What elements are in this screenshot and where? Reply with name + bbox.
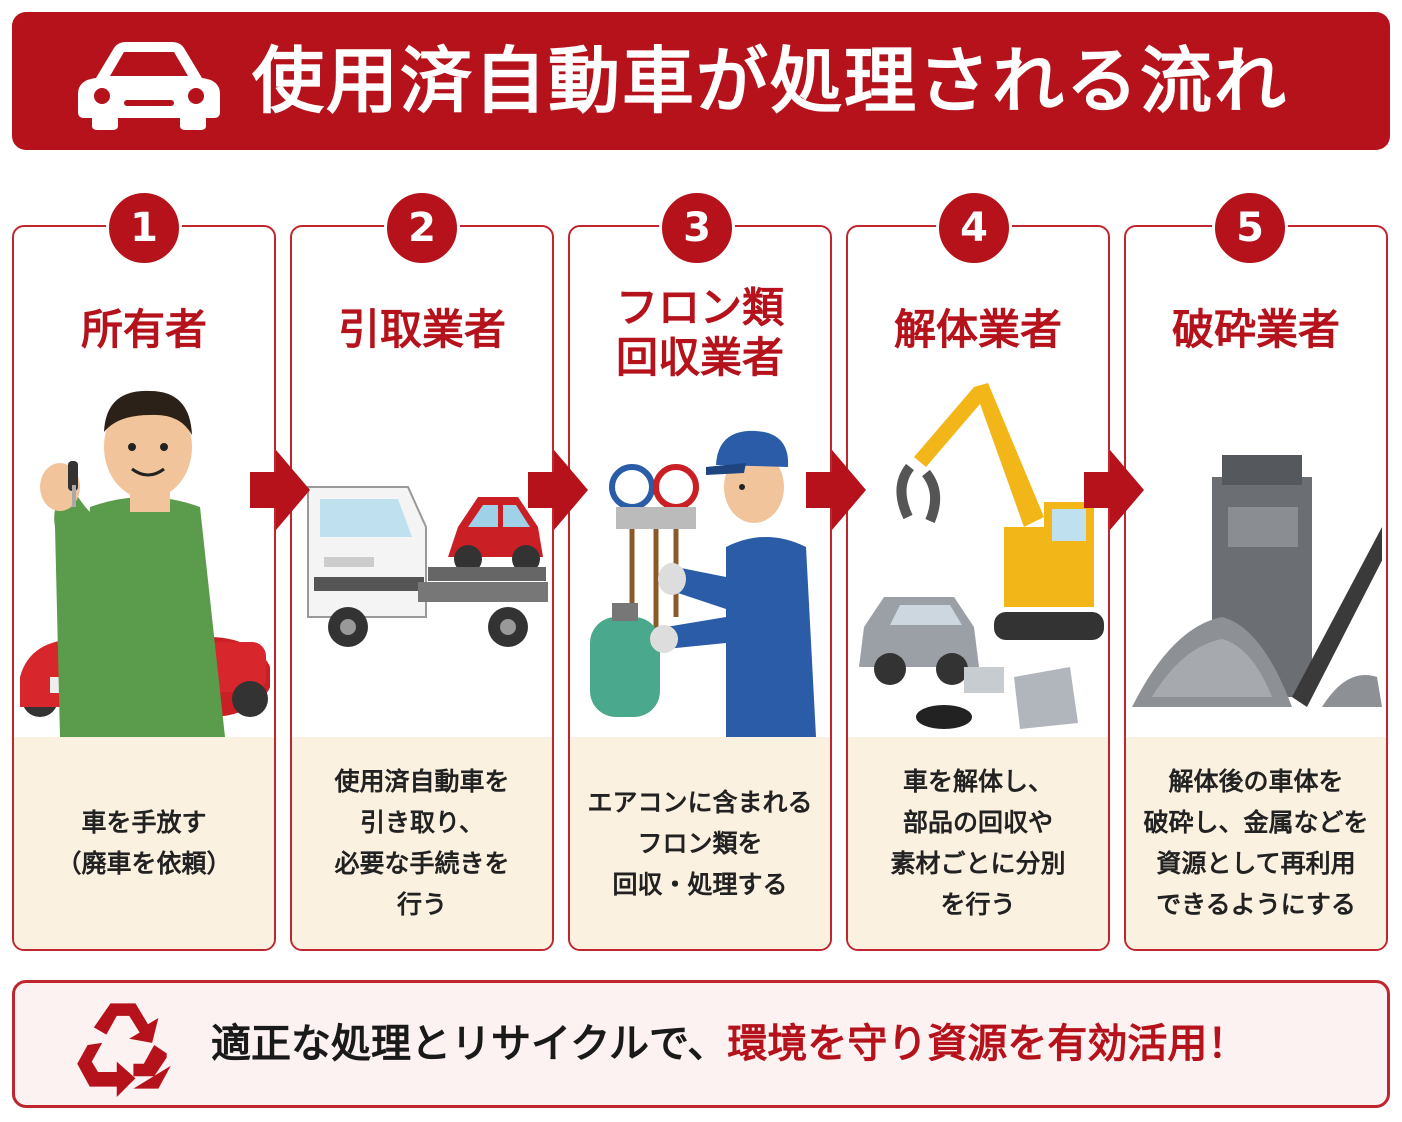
footer-highlight: 環境を守り資源を有効活用！ <box>727 1021 1248 1067</box>
footer-banner: 適正な処理とリサイクルで、環境を守り資源を有効活用！ <box>12 980 1390 1108</box>
step-description: 車を手放す （廃車を依頼） <box>14 737 274 949</box>
flow-arrow-icon <box>528 450 588 530</box>
step-title: 所有者 <box>80 305 207 354</box>
step-card-owner: 所有者 車を手放す （廃車を依頼） <box>12 225 276 951</box>
step-description: 使用済自動車を 引き取り、 必要な手続きを 行う <box>292 737 552 949</box>
flow-arrow-icon <box>250 450 310 530</box>
owner-with-key-illustration <box>20 390 270 737</box>
step-number-badge: 4 <box>936 190 1012 266</box>
excavator-illustration <box>859 383 1104 729</box>
footer-message: 適正な処理とリサイクルで、環境を守り資源を有効活用！ <box>211 1021 1248 1067</box>
step-title: 解体業者 <box>893 305 1062 354</box>
flow-arrow-icon <box>806 450 866 530</box>
step-number-badge: 2 <box>384 190 460 266</box>
tow-truck-illustration <box>307 486 548 647</box>
step-card-dismantler: 解体業者 車を解体し、 部品の回収や 素材ごとに分別 を行う <box>846 225 1110 951</box>
page-header: 使用済自動車が処理される流れ <box>12 12 1390 150</box>
step-title: 破砕業者 <box>1171 305 1340 354</box>
shredder-illustration <box>1132 455 1382 707</box>
refrigerant-technician-illustration <box>590 430 816 737</box>
step-card-freon: フロン類回収業者 エアコンに含まれる フロン類を 回収・処理する <box>568 225 832 951</box>
step-number-badge: 3 <box>659 190 735 266</box>
step-description: エアコンに含まれる フロン類を 回収・処理する <box>570 737 830 949</box>
step-description: 車を解体し、 部品の回収や 素材ごとに分別 を行う <box>848 737 1108 949</box>
step-number-badge: 5 <box>1212 190 1288 266</box>
step-card-collector: 引取業者 使用済自動車を 引き取り、 必要な手続きを 行う <box>290 225 554 951</box>
recycle-icon <box>77 1003 171 1097</box>
step-title: フロン類回収業者 <box>615 283 784 382</box>
step-number-badge: 1 <box>106 190 182 266</box>
step-title: 引取業者 <box>337 305 506 354</box>
step-description: 解体後の車体を 破砕し、金属などを 資源として再利用 できるようにする <box>1126 737 1386 949</box>
step-card-shredder: 破砕業者 解体後の車体を 破砕し、金属などを 資源として再利用 できるようにする <box>1124 225 1388 951</box>
flow-arrow-icon <box>1084 450 1144 530</box>
page-title: 使用済自動車が処理される流れ <box>252 39 1289 123</box>
car-icon <box>78 42 220 130</box>
